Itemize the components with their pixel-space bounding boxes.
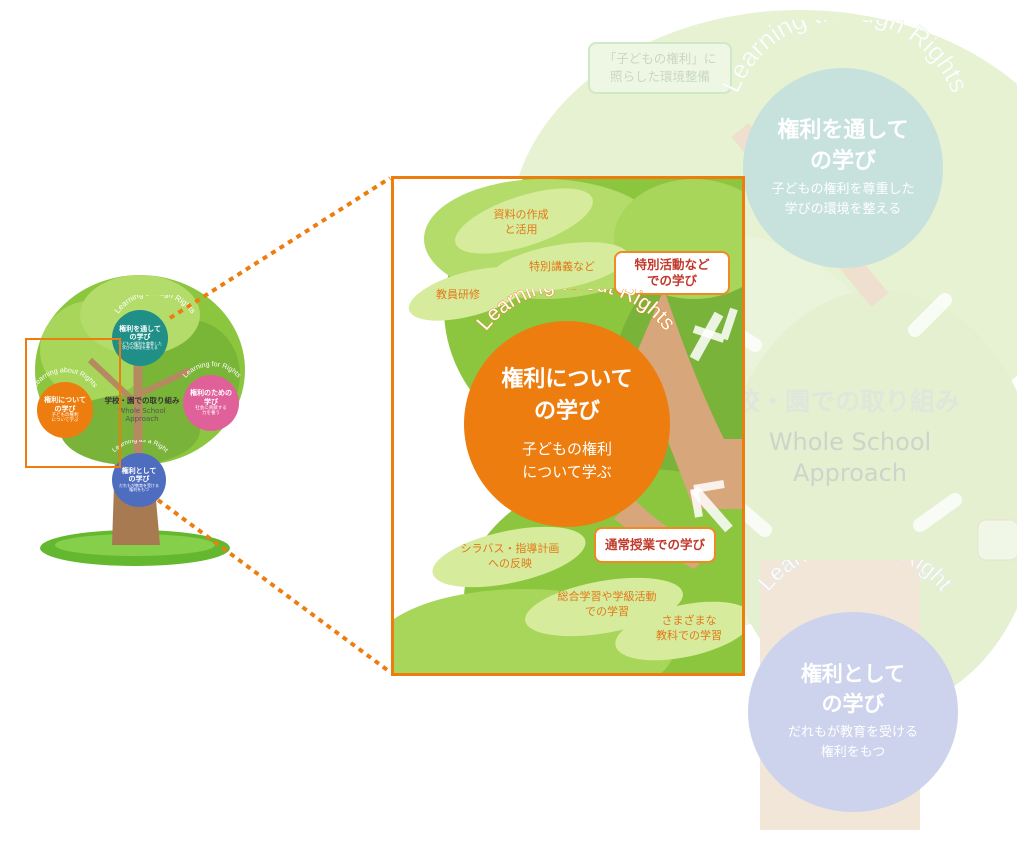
small-left-title: 権利について の学び (44, 396, 86, 413)
small-arc-right: Learning for Rights (182, 361, 242, 380)
small-circle-bottom: 権利として の学び だれもが教育を受ける 権利をもつ (112, 453, 166, 507)
zoom-panel: 資料の作成 と活用 特別講義など 教員研修 シラバス・指導計画 への反映 総合学… (391, 176, 745, 676)
small-highlight-box (25, 338, 121, 468)
background-bottom-title: 権利として の学び (800, 662, 906, 716)
tag-special-activities: 特別活動など での学び (614, 251, 730, 295)
small-arc-left: Learning about Rights (32, 367, 99, 389)
small-arc-bottom: Learning as a Right (111, 440, 169, 454)
background-tag: 「子どもの権利」に 照らした環境整備 (588, 42, 732, 94)
tag-regular-classes: 通常授業での学び (594, 527, 716, 563)
zoom-circle-title: 権利について の学び (501, 366, 633, 424)
background-center-en: Whole School Approach (768, 428, 932, 488)
small-right-title: 権利のための 学び (190, 389, 232, 406)
leaf-syllabus: シラバス・指導計画 への反映 (460, 542, 560, 570)
background-top-title: 権利を通して の学び (777, 118, 909, 174)
leaf-teacher-training: 教員研修 (436, 287, 480, 301)
small-circle-right: 権利のための 学び 社会に貢献する 力を養う (183, 375, 239, 431)
background-arc-bottom: Learning as a Right (752, 560, 959, 596)
small-top-sub: 子どもの権利を尊重した 学びの環境を整える (118, 340, 162, 351)
small-bottom-title: 権利として の学び (121, 466, 157, 484)
leaf-integrated-study: 総合学習や学級活動 での学習 (557, 590, 657, 618)
background-circle-top: 権利を通して の学び 子どもの権利を尊重した 学びの環境を整える (743, 68, 943, 268)
background-circle-bottom: 権利として の学び だれもが教育を受ける 権利をもつ (748, 612, 958, 812)
small-top-title: 権利を通して の学び (119, 324, 161, 342)
background-top-sub: 子どもの権利を尊重した 学びの環境を整える (771, 181, 915, 217)
small-circle-top: 権利を通して の学び 子どもの権利を尊重した 学びの環境を整える (112, 310, 168, 366)
small-tree-diagram: Learning through Rights 権利を通して の学び 子どもの権… (20, 255, 280, 575)
background-bottom-sub: だれもが教育を受ける 権利をもつ (787, 725, 918, 761)
leaf-special-lectures: 特別講義など (529, 259, 595, 273)
leaf-various-subjects: さまざまな 教科での学習 (656, 614, 722, 642)
zoom-circle-sub: 子どもの権利 について学ぶ (521, 439, 612, 481)
small-center-en: Whole School Approach (118, 407, 166, 424)
small-left-sub: 子どもの権利 について学ぶ (51, 413, 79, 424)
small-right-sub: 社会に貢献する 力を養う (195, 406, 227, 417)
leaf-materials: 資料の作成 と活用 (493, 208, 549, 236)
background-center-jp: 学校・園での取り組み (710, 387, 961, 416)
small-center-jp: 学校・園での取り組み (104, 396, 180, 405)
small-circle-left: 権利について の学び 子どもの権利 について学ぶ (37, 382, 93, 438)
zoom-circle-about-rights: 権利について の学び 子どもの権利 について学ぶ (464, 321, 670, 527)
small-bottom-sub: だれもが教育を受ける 権利をもつ (119, 482, 159, 493)
